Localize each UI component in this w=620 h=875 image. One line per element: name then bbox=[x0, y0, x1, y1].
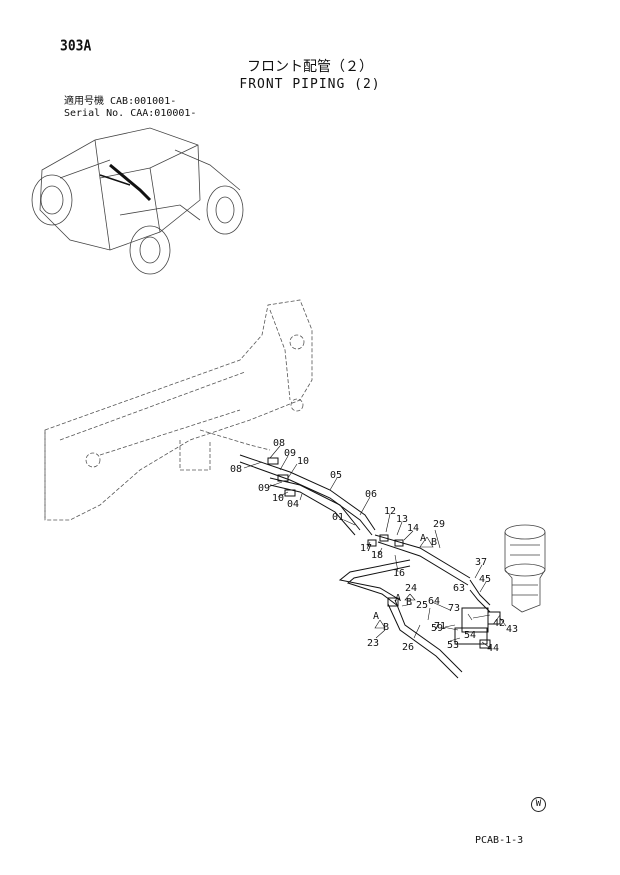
leader-lines bbox=[243, 445, 507, 648]
callout: 04 bbox=[287, 499, 299, 510]
callout: 29 bbox=[433, 519, 445, 530]
callout: B bbox=[431, 537, 437, 548]
callout: 43 bbox=[506, 624, 518, 635]
title-english: FRONT PIPING (2) bbox=[239, 77, 381, 92]
callout: 08 bbox=[230, 464, 242, 475]
callout: 14 bbox=[407, 523, 419, 534]
callout: 37 bbox=[475, 557, 487, 568]
callout: 06 bbox=[365, 489, 377, 500]
callout: 73 bbox=[448, 603, 460, 614]
callout: 08 bbox=[273, 438, 285, 449]
callout: 54 bbox=[464, 630, 476, 641]
callout: 17 bbox=[360, 543, 372, 554]
callout: 09 bbox=[284, 448, 296, 459]
boom-outline bbox=[44, 299, 313, 521]
callout: 71 bbox=[434, 621, 446, 632]
callout: 64 bbox=[428, 596, 440, 607]
callout: 16 bbox=[393, 568, 405, 579]
pipe-fittings bbox=[267, 457, 501, 649]
callout: 53 bbox=[447, 640, 459, 651]
callout: A bbox=[373, 611, 379, 622]
callout: 13 bbox=[396, 514, 408, 525]
callout-labels: 08 09 10 08 09 10 04 05 06 01 12 13 14 2… bbox=[230, 438, 518, 654]
callout: 12 bbox=[384, 506, 396, 517]
serial-line-jp: 適用号機 CAB:001001- bbox=[64, 96, 177, 107]
callout: 24 bbox=[405, 583, 417, 594]
callout: A bbox=[420, 533, 426, 544]
callout: B bbox=[406, 597, 412, 608]
callout: 44 bbox=[487, 643, 499, 654]
callout: 23 bbox=[367, 638, 379, 649]
callout: 10 bbox=[272, 493, 284, 504]
callout: 05 bbox=[330, 470, 342, 481]
callout: 42 bbox=[493, 618, 505, 629]
center-joint bbox=[504, 524, 546, 613]
callout: 10 bbox=[297, 456, 309, 467]
title-japanese: フロント配管（２） bbox=[247, 59, 373, 75]
serial-line-en: Serial No. CAA:010001- bbox=[64, 108, 197, 119]
sheet-code: 303A bbox=[60, 37, 92, 56]
callout: 18 bbox=[371, 550, 383, 561]
callout: 63 bbox=[453, 583, 465, 594]
callout: B bbox=[383, 622, 389, 633]
callout: 59 bbox=[431, 623, 443, 634]
callout: 09 bbox=[258, 483, 270, 494]
page-code: PCAB-1-3 bbox=[475, 835, 524, 846]
callout: 01 bbox=[332, 512, 344, 523]
serial-applicability: 適用号機 CAB:001001- Serial No. CAA:010001- bbox=[64, 96, 196, 120]
machine-overview-sketch bbox=[31, 127, 244, 275]
callout: 45 bbox=[479, 574, 491, 585]
callout: 25 bbox=[416, 600, 428, 611]
callout: A bbox=[395, 593, 401, 604]
callout: 26 bbox=[402, 642, 414, 653]
w-mark-symbol: W bbox=[531, 797, 546, 812]
